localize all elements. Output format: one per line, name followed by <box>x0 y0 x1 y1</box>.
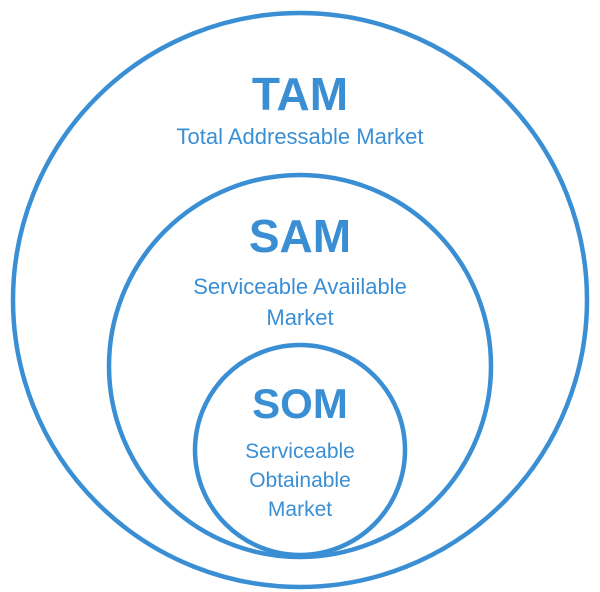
tam-circle <box>10 10 590 590</box>
sam-description-line-1: Serviceable Avaiilable <box>193 274 407 299</box>
sam-description-line-2: Market <box>266 305 333 330</box>
tam-description-line-1: Total Addressable Market <box>176 124 423 149</box>
som-abbreviation: SOM <box>252 380 348 427</box>
som-description-line-3: Market <box>268 498 332 521</box>
som-circle <box>192 342 408 558</box>
som-description-line-2: Obtainable <box>249 469 351 492</box>
sam-abbreviation: SAM <box>249 210 351 262</box>
tam-abbreviation: TAM <box>252 68 348 120</box>
som-description-line-1: Serviceable <box>245 440 355 463</box>
